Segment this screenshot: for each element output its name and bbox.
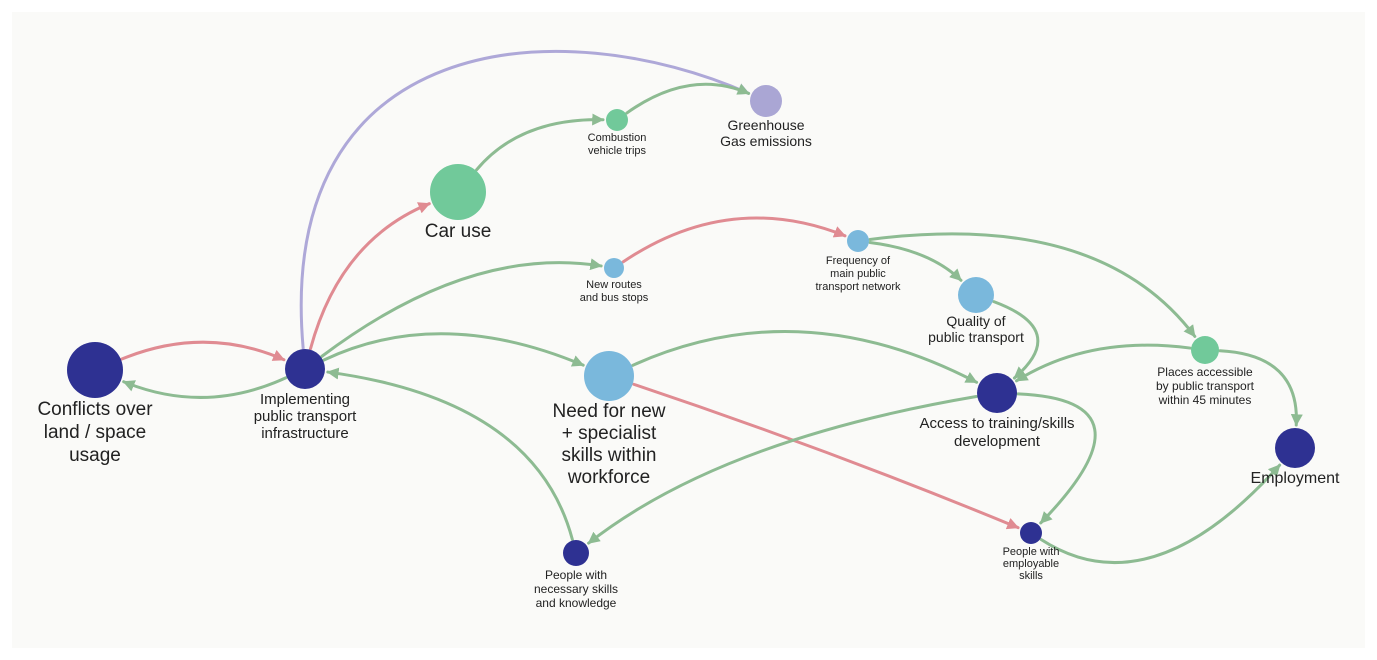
edge-need-skills-to-people-employable: [632, 382, 1020, 530]
edge-places-accessible-to-employment: [1218, 349, 1303, 427]
node-quality[interactable]: [958, 277, 994, 313]
node-label-line: Need for new: [552, 401, 665, 422]
node-label-line: development: [954, 433, 1041, 450]
node-label-line: Frequency of: [826, 255, 891, 267]
node-label-line: People with: [1003, 546, 1060, 558]
edge-implementing-to-greenhouse: [299, 49, 751, 350]
node-label-line: Implementing: [260, 391, 350, 408]
node-label-line: and bus stops: [580, 292, 649, 304]
nodes-layer: [67, 85, 1315, 566]
node-employment[interactable]: [1275, 428, 1315, 468]
edge-conflicts-to-implementing: [120, 340, 286, 362]
node-label-employment: Employment: [1251, 470, 1340, 487]
node-label-line: employable: [1003, 558, 1059, 570]
edge-need-skills-to-access-training: [631, 329, 979, 384]
node-label-line: New routes: [586, 279, 642, 291]
node-label-line: Access to training/skills: [919, 415, 1074, 432]
edge-frequency-to-places-accessible: [868, 232, 1197, 338]
node-label-line: vehicle trips: [588, 145, 647, 157]
node-frequency[interactable]: [847, 230, 869, 252]
edge-places-accessible-to-access-training: [1015, 343, 1192, 383]
edge-implementing-to-car-use: [308, 202, 431, 351]
edge-car-use-to-combustion: [475, 113, 605, 172]
node-new-routes[interactable]: [604, 258, 624, 278]
node-label-line: Gas emissions: [720, 133, 812, 149]
edge-frequency-to-quality: [868, 240, 963, 282]
node-label-line: workforce: [567, 467, 650, 488]
node-label-line: land / space: [44, 422, 146, 443]
node-combustion[interactable]: [606, 109, 628, 131]
node-label-line: necessary skills: [534, 582, 618, 596]
node-label-line: Greenhouse: [727, 117, 804, 133]
node-label-line: Quality of: [946, 313, 1005, 329]
node-label-line: usage: [69, 445, 121, 466]
node-greenhouse[interactable]: [750, 85, 782, 117]
node-label-line: skills: [1019, 570, 1043, 582]
edge-combustion-to-greenhouse: [625, 82, 751, 115]
node-label-line: public transport: [928, 329, 1024, 345]
edge-access-training-to-people-employable: [1016, 392, 1097, 525]
node-implementing[interactable]: [285, 349, 325, 389]
edge-implementing-to-need-skills: [322, 332, 585, 367]
node-label-car-use: Car use: [425, 221, 492, 242]
node-people-necessary[interactable]: [563, 540, 589, 566]
node-label-line: by public transport: [1156, 379, 1255, 393]
node-label-line: + specialist: [562, 423, 657, 444]
node-label-line: transport network: [816, 281, 901, 293]
node-label-line: main public: [830, 268, 886, 280]
node-people-employable[interactable]: [1020, 522, 1042, 544]
node-label-line: Conflicts over: [37, 399, 153, 420]
node-label-line: skills within: [561, 445, 656, 466]
node-label-line: Combustion: [588, 132, 647, 144]
node-label-line: People with: [545, 568, 607, 582]
node-label-line: public transport: [254, 408, 357, 425]
node-label-line: Car use: [425, 221, 492, 242]
edge-quality-to-access-training: [992, 300, 1040, 380]
edge-implementing-to-new-routes: [320, 258, 603, 358]
edge-people-employable-to-employment: [1039, 463, 1282, 565]
diagram-background: [12, 12, 1365, 648]
edges-layer: [120, 49, 1303, 565]
node-need-skills[interactable]: [584, 351, 634, 401]
edge-new-routes-to-frequency: [621, 216, 847, 264]
node-label-line: within 45 minutes: [1158, 393, 1252, 407]
edge-implementing-to-conflicts: [122, 376, 288, 399]
node-places-accessible[interactable]: [1191, 336, 1219, 364]
node-label-line: Places accessible: [1157, 365, 1253, 379]
node-label-line: and knowledge: [536, 596, 617, 610]
edge-access-training-to-people-necessary: [587, 395, 978, 545]
node-access-training[interactable]: [977, 373, 1017, 413]
edge-people-necessary-to-implementing: [326, 367, 574, 541]
node-label-line: infrastructure: [261, 425, 349, 442]
node-car-use[interactable]: [430, 164, 486, 220]
node-conflicts[interactable]: [67, 342, 123, 398]
node-label-line: Employment: [1251, 470, 1340, 487]
